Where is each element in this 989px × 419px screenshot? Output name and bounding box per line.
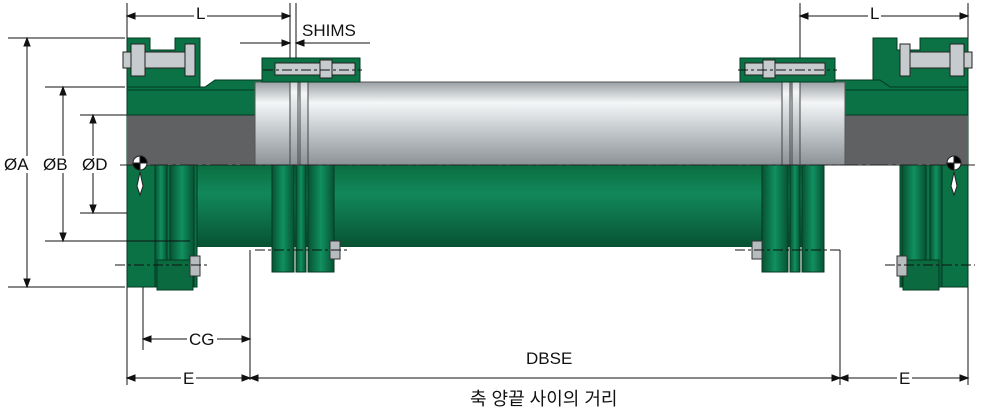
label-l-right: L: [868, 4, 882, 23]
upper-section: [122, 37, 973, 166]
dimension-lines: [8, 3, 975, 385]
label-shims: SHIMS: [300, 21, 358, 40]
center-axis: [120, 155, 975, 197]
label-cg: CG: [187, 330, 217, 349]
label-e-left: E: [181, 369, 197, 388]
label-diameter-b: ØB: [41, 155, 70, 174]
caption-shaft-end-distance: 축 양끝 사이의 거리: [468, 389, 620, 409]
label-l-left: L: [194, 4, 208, 23]
lower-exterior: [126, 164, 969, 291]
label-e-right: E: [897, 369, 913, 388]
label-diameter-a: ØA: [2, 155, 31, 174]
label-diameter-d: ØD: [80, 155, 110, 174]
label-dbse: DBSE: [524, 349, 575, 368]
